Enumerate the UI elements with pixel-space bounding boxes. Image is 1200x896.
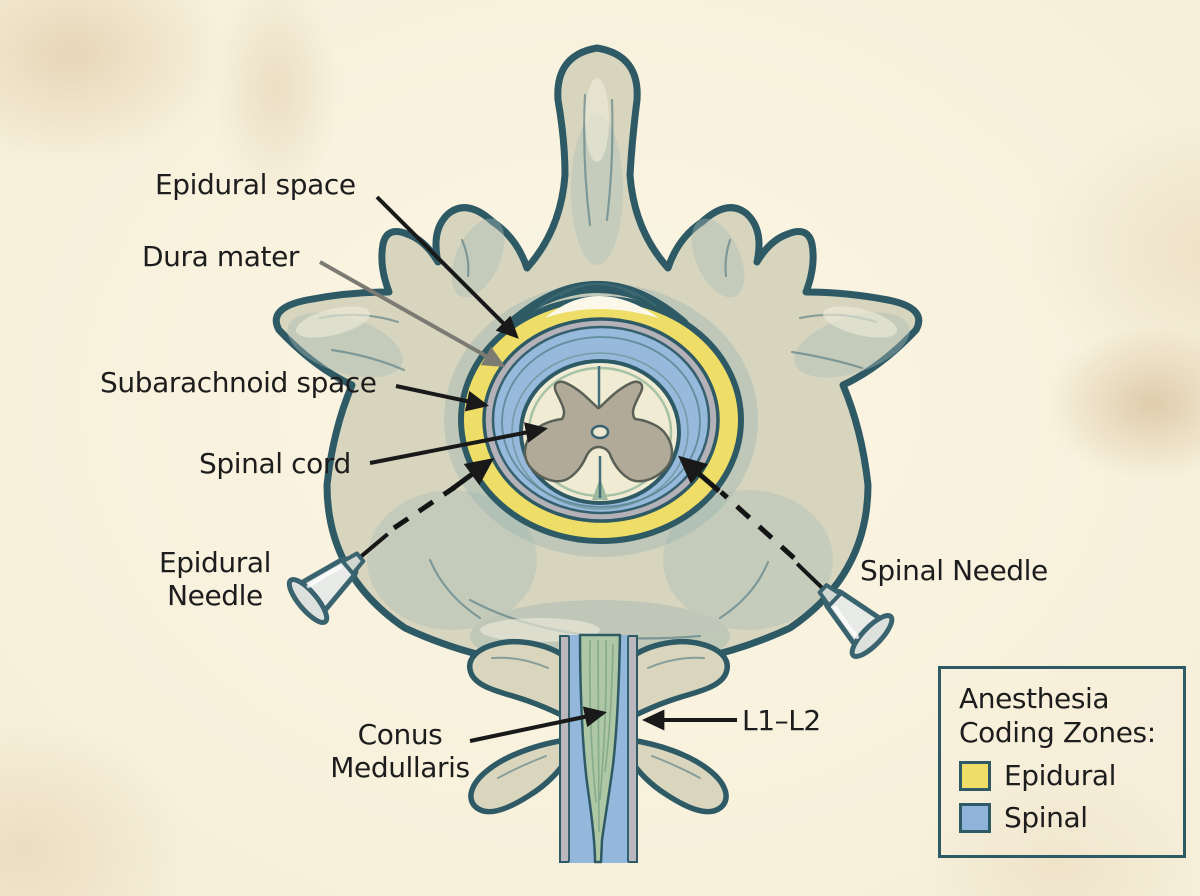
pia-membrane-line <box>511 352 689 510</box>
arachnoid-membrane-line <box>501 336 701 508</box>
epidural-swatch-icon <box>959 760 991 791</box>
epidural-needle-icon <box>286 532 389 625</box>
spinal-canal-rings <box>458 281 744 544</box>
label-conus-medullaris: Conus Medullaris <box>330 718 470 785</box>
bone-upper-left <box>467 638 570 721</box>
label-subarachnoid-space: Subarachnoid space <box>100 366 377 399</box>
spinal-needle-icon <box>795 562 895 659</box>
dura-strip-right <box>627 635 638 863</box>
label-l1-l2: L1–L2 <box>742 704 821 737</box>
epidural-top-gap <box>545 296 659 318</box>
legend-label-epidural: Epidural <box>1004 759 1117 793</box>
sagittal-spine-segment <box>467 633 730 864</box>
lamina-arch-texture <box>539 283 657 307</box>
epidural-needle-trajectory <box>392 458 495 531</box>
label-epidural-space: Epidural space <box>155 168 356 201</box>
dura-strip-left <box>559 635 570 863</box>
bone-upper-right <box>627 638 730 721</box>
arrow-epidural-space <box>375 195 519 339</box>
label-dura-mater: Dura mater <box>142 240 300 273</box>
bone-lower-right <box>628 737 729 815</box>
arrow-dura-mater <box>319 260 506 367</box>
legend-item-epidural: Epidural <box>959 759 1167 792</box>
spinal-needle-trajectory <box>678 455 796 560</box>
spinal-swatch-icon <box>959 802 991 833</box>
arrow-subarachnoid-space <box>395 384 489 412</box>
arrow-spinal-cord <box>369 422 548 465</box>
legend-box: Anesthesia Coding Zones: Epidural Spinal <box>938 666 1186 858</box>
label-spinal-needle: Spinal Needle <box>860 554 1048 587</box>
legend-item-spinal: Spinal <box>959 801 1167 834</box>
spine-bone-texture <box>491 656 705 779</box>
legend-label-spinal: Spinal <box>1004 801 1088 835</box>
bone-highlights <box>295 78 898 642</box>
label-spinal-cord: Spinal cord <box>199 447 351 480</box>
spinal-cord <box>519 359 681 505</box>
arrow-conus-medullaris <box>469 706 607 743</box>
label-epidural-needle: Epidural Needle <box>158 546 271 613</box>
central-canal <box>590 424 610 440</box>
legend-title: Anesthesia Coding Zones: <box>959 682 1156 750</box>
spinal-canal-column <box>559 633 638 864</box>
